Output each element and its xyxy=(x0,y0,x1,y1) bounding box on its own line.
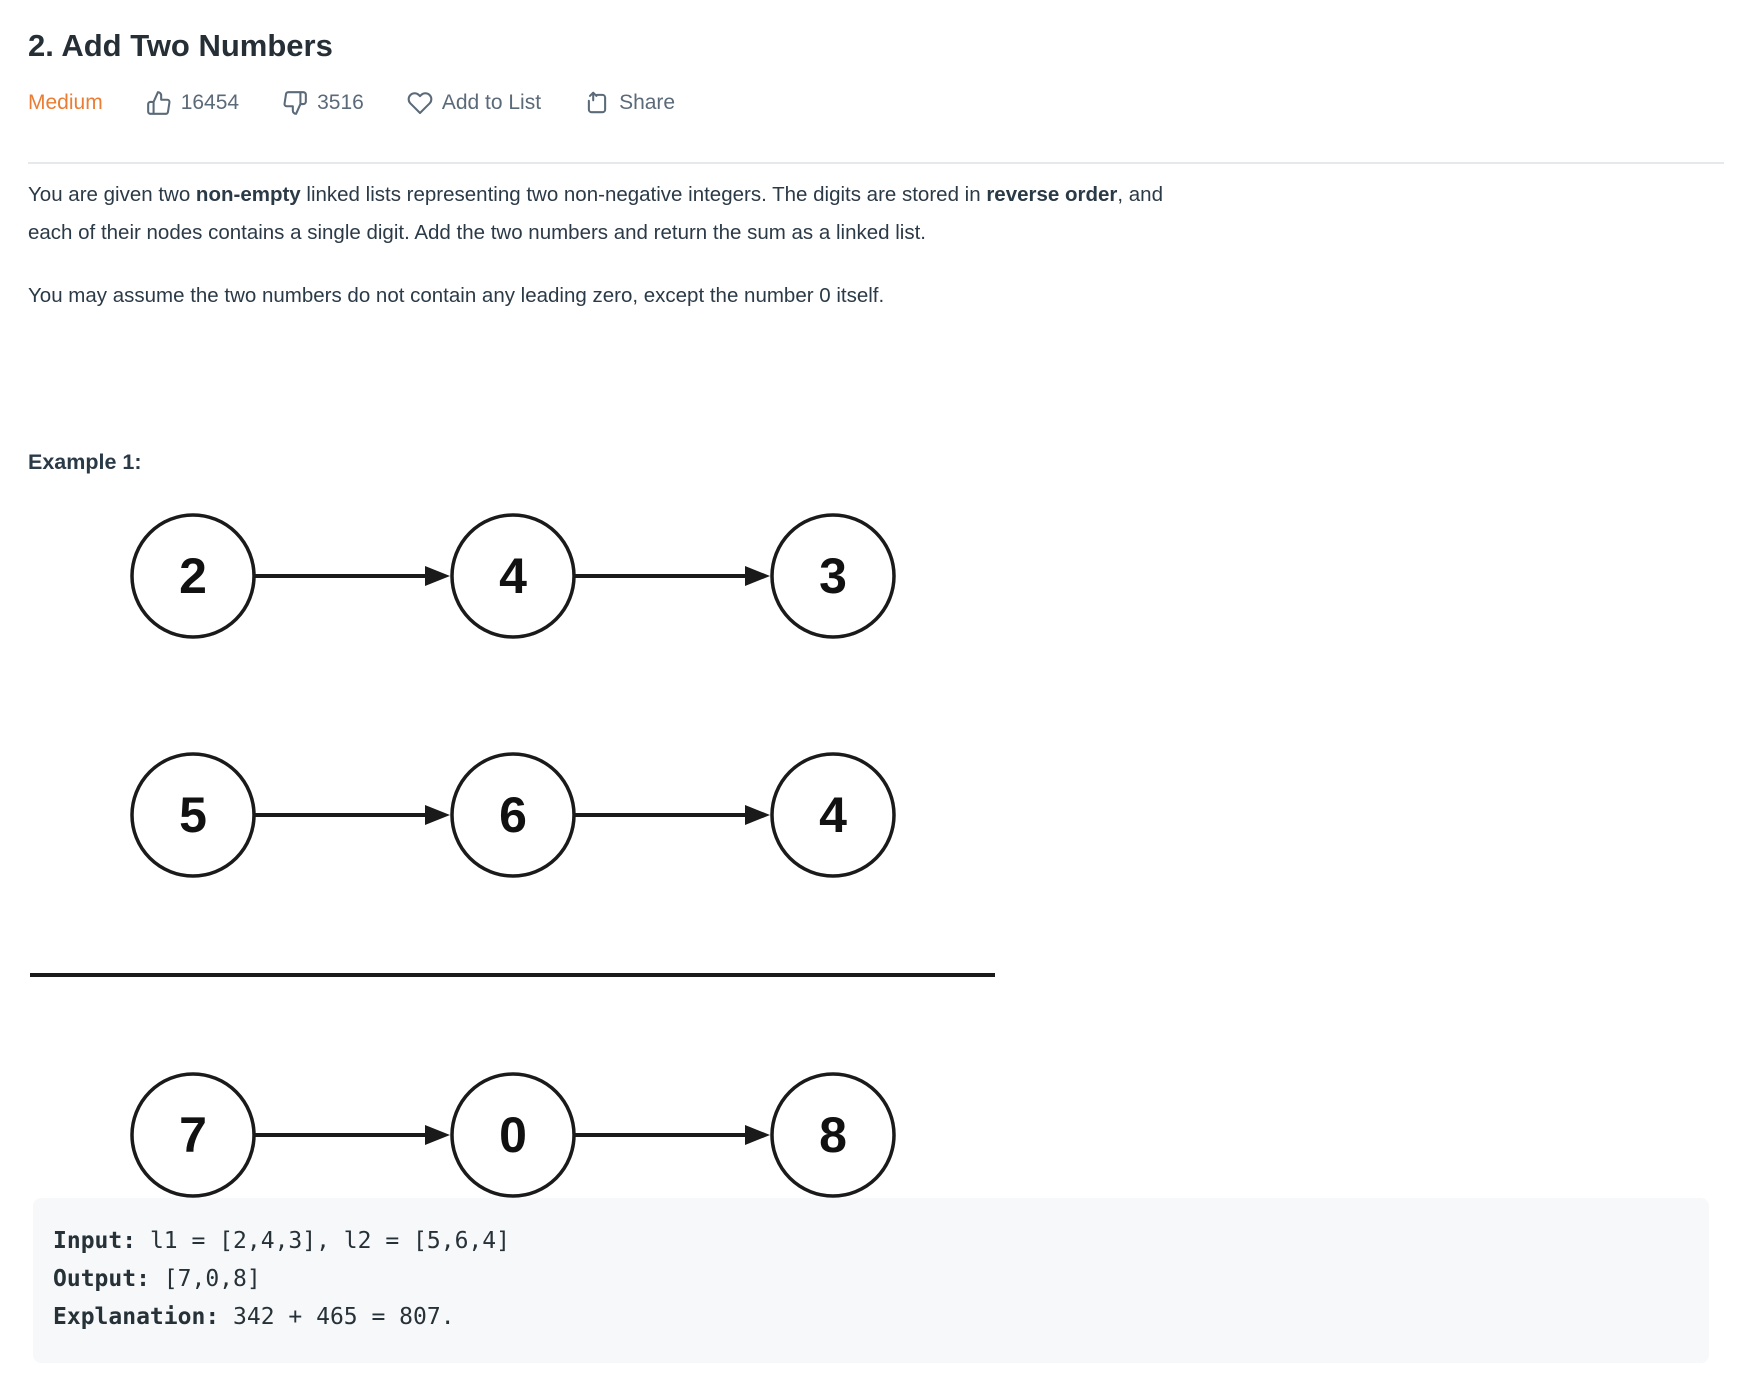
share-label: Share xyxy=(619,91,676,114)
example-diagram: 2 4 3 5 6 4 7 0 8 xyxy=(30,513,995,1198)
list-node: 4 xyxy=(770,752,896,878)
share-icon xyxy=(584,90,610,116)
svg-text:6: 6 xyxy=(499,787,527,843)
example-heading: Example 1: xyxy=(28,450,142,474)
add-to-list-button[interactable]: Add to List xyxy=(407,90,541,116)
svg-text:3: 3 xyxy=(819,548,847,604)
problem-description-note: You may assume the two numbers do not co… xyxy=(28,284,885,307)
svg-text:4: 4 xyxy=(819,787,847,843)
meta-row: Medium 16454 3516 Add to List xyxy=(28,86,675,120)
list-node: 6 xyxy=(450,752,576,878)
svg-text:2: 2 xyxy=(179,548,207,604)
heart-icon xyxy=(407,90,433,116)
header-divider xyxy=(28,162,1724,164)
list-node: 4 xyxy=(450,513,576,639)
thumbs-down-icon xyxy=(282,90,308,116)
dislike-button[interactable]: 3516 xyxy=(282,90,364,116)
example-code-block: Input: l1 = [2,4,3], l2 = [5,6,4] Output… xyxy=(33,1198,1709,1363)
problem-description-line2: each of their nodes contains a single di… xyxy=(28,221,926,244)
add-to-list-label: Add to List xyxy=(441,91,542,114)
like-button[interactable]: 16454 xyxy=(146,90,239,116)
svg-text:4: 4 xyxy=(499,548,527,604)
dislike-count: 3516 xyxy=(317,91,364,114)
svg-text:0: 0 xyxy=(499,1107,527,1163)
thumbs-up-icon xyxy=(146,90,172,116)
example-output-line: Output: [7,0,8] xyxy=(53,1266,261,1292)
list-node: 3 xyxy=(770,513,896,639)
list-node: 8 xyxy=(770,1072,896,1198)
like-count: 16454 xyxy=(180,91,240,114)
difficulty-badge: Medium xyxy=(28,91,103,114)
svg-text:7: 7 xyxy=(179,1107,207,1163)
example-explanation-line: Explanation: 342 + 465 = 807. xyxy=(53,1304,455,1330)
list-node: 5 xyxy=(130,752,256,878)
problem-description-line1: You are given two non-empty linked lists… xyxy=(28,183,1163,206)
svg-text:5: 5 xyxy=(179,787,207,843)
example-input-line: Input: l1 = [2,4,3], l2 = [5,6,4] xyxy=(53,1228,510,1254)
svg-text:8: 8 xyxy=(819,1107,847,1163)
list-node: 7 xyxy=(130,1072,256,1198)
share-button[interactable]: Share xyxy=(584,90,675,116)
list-node: 0 xyxy=(450,1072,576,1198)
page-title: 2. Add Two Numbers xyxy=(28,28,333,63)
list-node: 2 xyxy=(130,513,256,639)
